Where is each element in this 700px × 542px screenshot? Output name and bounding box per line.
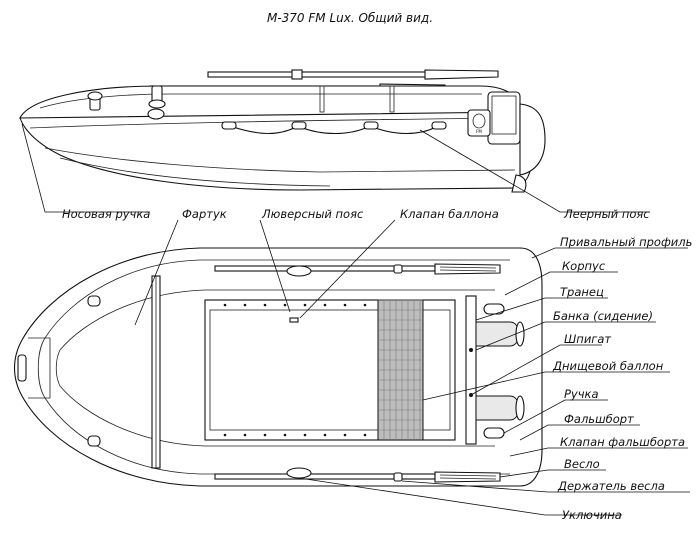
side-transom <box>487 91 521 145</box>
svg-text:FM: FM <box>476 129 482 134</box>
oarlock-top <box>286 265 312 277</box>
bow-handle-top <box>87 295 101 307</box>
label-oarlock: Уключина <box>562 508 622 522</box>
oarlock-bottom <box>286 467 312 479</box>
callout-labels: Носовая ручка Фартук Люверсный пояс Клап… <box>62 207 692 522</box>
label-apron: Фартук <box>182 207 227 221</box>
oar-holder-bottom <box>393 472 403 482</box>
side-view: FM <box>19 69 546 193</box>
label-drain: Шпигат <box>564 332 611 346</box>
label-lifeline: Леерный пояс <box>563 207 650 221</box>
label-tube-valve: Клапан баллона <box>400 207 499 221</box>
label-rub-strake: Привальный профиль <box>560 235 692 249</box>
diagram-title: М-370 FM Lux. Общий вид. <box>267 11 433 25</box>
stern-tubes <box>475 321 525 421</box>
seat-mesh <box>377 299 424 441</box>
label-keel-tube: Днищевой баллон <box>552 359 664 373</box>
label-handle: Ручка <box>564 387 599 401</box>
side-lifeline <box>221 121 447 134</box>
label-transom: Транец <box>560 285 604 299</box>
label-seat: Банка (сидение) <box>553 309 653 323</box>
label-grommet-belt: Люверсный пояс <box>261 207 364 221</box>
oar-holder-top <box>393 264 403 274</box>
transom <box>465 295 477 445</box>
label-hull: Корпус <box>562 259 606 273</box>
brand-badge <box>467 109 491 137</box>
stern-handle-bottom <box>483 427 505 439</box>
nose-handle <box>17 354 27 382</box>
tube-valve <box>289 317 299 323</box>
stern-handle-top <box>483 303 505 315</box>
leader-lines <box>21 123 690 516</box>
top-view <box>13 247 543 487</box>
label-oar-holder: Держатель весла <box>557 479 665 493</box>
label-oar: Весло <box>564 457 600 471</box>
label-nose-handle: Носовая ручка <box>62 207 150 221</box>
label-gunwale: Фальшборт <box>564 412 634 426</box>
side-stern-cone <box>519 103 546 176</box>
side-oarlocks <box>87 85 395 120</box>
top-oars <box>214 263 501 483</box>
label-gunwale-valve: Клапан фальшборта <box>560 435 685 449</box>
grommet-row <box>223 303 367 437</box>
bow-handle-bottom <box>87 435 101 447</box>
